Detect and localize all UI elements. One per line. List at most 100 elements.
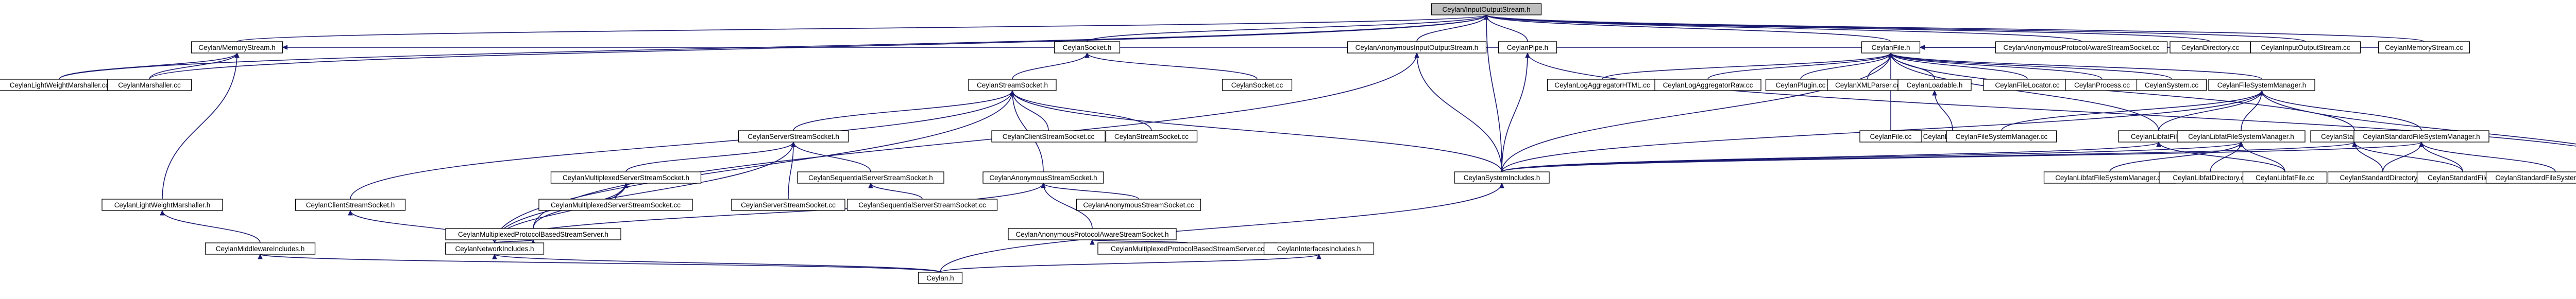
node-label: CeylanClientStreamSocket.cc [1003,133,1095,140]
graph-node-ceylan-inputoutputstream-h[interactable]: Ceylan/InputOutputStream.h [1431,3,1542,15]
graph-node-ceylanlogaggregatorhtml-cc[interactable]: CeylanLogAggregatorHTML.cc [1547,79,1658,91]
node-box [550,171,702,184]
graph-edge [1501,141,2244,172]
graph-node-ceylansystem-cc[interactable]: CeylanSystem.cc [2136,79,2207,91]
graph-node-ceylanserverstreamsocket-cc[interactable]: CeylanServerStreamSocket.cc [731,199,845,211]
graph-node-ceylan-h[interactable]: Ceylan.h [918,272,963,284]
graph-node-ceylanmiddlewareincludes-h[interactable]: CeylanMiddlewareIncludes.h [205,242,316,255]
graph-node-ceylanclientstreamsocket-cc[interactable]: CeylanClientStreamSocket.cc [991,130,1106,143]
graph-node-ceylananonymousprotocolawarestreamsocket-h[interactable]: CeylanAnonymousProtocolAwareStreamSocket… [1008,228,1177,240]
graph-node-ceylanmarshaller-cc[interactable]: CeylanMarshaller.cc [107,79,192,91]
node-box [1454,171,1550,184]
arrowhead [348,209,353,216]
graph-node-ceylanstreamsocket-cc[interactable]: CeylanStreamSocket.cc [1105,130,1198,143]
graph-node-ceylananonymousstreamsocket-cc[interactable]: CeylanAnonymousStreamSocket.cc [1076,199,1201,211]
graph-node-ceylanlightweightmarshaller-cc[interactable]: CeylanLightWeightMarshaller.cc [0,79,122,91]
graph-node-ceylan-memorystream-h[interactable]: Ceylan/MemoryStream.h [191,41,283,54]
graph-edge [160,209,261,243]
graph-edge [162,52,240,200]
graph-node-ceylanfilesystemmanager-cc[interactable]: CeylanFileSystemManager.cc [1946,130,2057,143]
graph-node-ceylansocket-cc[interactable]: CeylanSocket.cc [1222,79,1293,91]
graph-node-ceylanlibfatfile-cc[interactable]: CeylanLibfatFile.cc [2242,171,2328,184]
graph-node-ceylanloadable-h[interactable]: CeylanLoadable.h [1897,79,1972,91]
graph-node-ceylansystemincludes-h[interactable]: CeylanSystemIncludes.h [1454,171,1550,184]
graph-node-ceylansocket-h[interactable]: CeylanSocket.h [1054,41,1121,54]
graph-node-ceylanxmlparser-cc[interactable]: CeylanXMLParser.cc [1827,79,1908,91]
graph-node-ceylanlibfatfilesystemmanager-cc[interactable]: CeylanLibfatFileSystemManager.cc [2043,171,2176,184]
node-label: CeylanAnonymousProtocolAwareStreamSocket… [2004,44,2160,51]
graph-edge [1888,52,2262,80]
node-box [2353,130,2489,143]
graph-node-ceylanstreamsocket-h[interactable]: CeylanStreamSocket.h [968,79,1057,91]
graph-edge [625,141,796,172]
node-label: CeylanNetworkIncludes.h [455,245,534,253]
graph-edge [1525,52,2576,147]
node-label: CeylanLibfatFileSystemManager.cc [2055,174,2164,182]
node-label: CeylanServerStreamSocket.cc [741,201,836,209]
graph-edge [788,141,796,200]
graph-node-ceylaninterfacesincludes-h[interactable]: CeylanInterfacesIncludes.h [1263,242,1375,255]
graph-node-ceylanclientstreamsocket-h[interactable]: CeylanClientStreamSocket.h [295,199,406,211]
node-label: CeylanInputOutputStream.cc [2261,44,2350,51]
arrowhead [1932,90,1937,96]
graph-node-ceylanfilesystemmanager-h[interactable]: CeylanFileSystemManager.h [2208,79,2315,91]
graph-node-ceylananonymousstreamsocket-h[interactable]: CeylanAnonymousStreamSocket.h [982,171,1104,184]
graph-node-ceylanmultiplexedserverstreamsocket-cc[interactable]: CeylanMultiplexedServerStreamSocket.cc [538,199,693,211]
graph-node-ceylanstandardfile-cc[interactable]: CeylanStandardFile.cc [2416,171,2509,184]
graph-node-ceylanstandarddirectory-cc[interactable]: CeylanStandardDirectory.cc [2327,171,2438,184]
graph-node-ceylanfilelocator-cc[interactable]: CeylanFileLocator.cc [1983,79,2072,91]
graph-node-ceylanfile-h[interactable]: CeylanFile.h [1861,41,1921,54]
graph-node-ceylanlibfatfilesystemmanager-h[interactable]: CeylanLibfatFileSystemManager.h [2177,130,2306,143]
node-label: CeylanMultiplexedProtocolBasedStreamServ… [1111,245,1264,253]
graph-node-ceylanlightweightmarshaller-h[interactable]: CeylanLightWeightMarshaller.h [101,199,223,211]
node-label: CeylanLogAggregatorHTML.cc [1554,81,1650,89]
graph-edge [492,253,941,273]
graph-node-ceylansequentialserverstreamsocket-cc[interactable]: CeylanSequentialServerStreamSocket.cc [846,199,998,211]
graph-edge [1484,14,2082,42]
graph-edge [1888,52,2355,131]
node-box [107,79,192,91]
graph-node-ceylaninputoutputstream-cc[interactable]: CeylanInputOutputStream.cc [2250,41,2361,54]
graph-node-ceylanmultiplexedprotocolbasedstreamserver-h[interactable]: CeylanMultiplexedProtocolBasedStreamServ… [445,228,621,240]
graph-node-ceylanmemorystream-cc[interactable]: CeylanMemoryStream.cc [2378,41,2470,54]
node-box [205,242,316,255]
graph-node-ceylanstandardfilesystemmanager-cc[interactable]: CeylanStandardFileSystemManager.cc [2485,171,2576,184]
graph-node-ceylananonymousprotocolawarestreamsocket-cc[interactable]: CeylanAnonymousProtocolAwareStreamSocket… [1995,41,2168,54]
graph-node-ceylanpipe-h[interactable]: CeylanPipe.h [1498,41,1557,54]
graph-node-ceylanstandardfilesystemmanager-h[interactable]: CeylanStandardFileSystemManager.h [2353,130,2489,143]
graph-edge [1501,141,2161,172]
arrowhead [868,182,873,188]
graph-node-ceylanfile-cc[interactable]: CeylanFile.cc [1859,130,1922,143]
graph-node-ceylanprocess-cc[interactable]: CeylanProcess.cc [2065,79,2139,91]
graph-node-ceylandirectory-cc[interactable]: CeylanDirectory.cc [2170,41,2251,54]
node-label: CeylanLibfatFileSystemManager.h [2188,133,2294,140]
graph-node-ceylananonymousinputoutputstream-h[interactable]: CeylanAnonymousInputOutputStream.h [1347,41,1487,54]
arrowhead [234,52,240,58]
arrowhead [1010,90,1015,96]
graph-node-ceylanplugin-cc[interactable]: CeylanPlugin.cc [1765,79,1836,91]
graph-edge [258,253,941,273]
node-box [2250,41,2361,54]
graph-node-ceylanserverstreamsocket-h[interactable]: CeylanServerStreamSocket.h [738,130,849,143]
graph-edge [1041,182,1139,200]
node-box [1054,41,1121,54]
node-box [731,199,845,211]
graph-node-ceylanlogaggregatorraw-cc[interactable]: CeylanLogAggregatorRaw.cc [1654,79,1761,91]
node-label: CeylanLibfatFile.cc [2256,174,2314,182]
graph-edge [940,182,1504,273]
graph-node-ceylanmultiplexedprotocolbasedstreamserver-cc[interactable]: CeylanMultiplexedProtocolBasedStreamServ… [1097,242,1278,255]
graph-edge [236,14,1489,42]
graph-edge [2419,141,2556,172]
graph-edge [791,141,871,172]
graph-node-ceylansequentialserverstreamsocket-h[interactable]: CeylanSequentialServerStreamSocket.h [797,171,944,184]
node-box [982,171,1104,184]
arrowhead [1041,182,1046,188]
arrowhead [492,253,497,259]
graph-node-ceylannetworkincludes-h[interactable]: CeylanNetworkIncludes.h [445,242,545,255]
node-box [1222,79,1293,91]
arrowhead [791,141,796,147]
graph-node-ceylanmultiplexedserverstreamsocket-h[interactable]: CeylanMultiplexedServerStreamSocket.h [550,171,702,184]
graph-edge [940,253,1321,273]
arrowhead [1316,253,1321,259]
